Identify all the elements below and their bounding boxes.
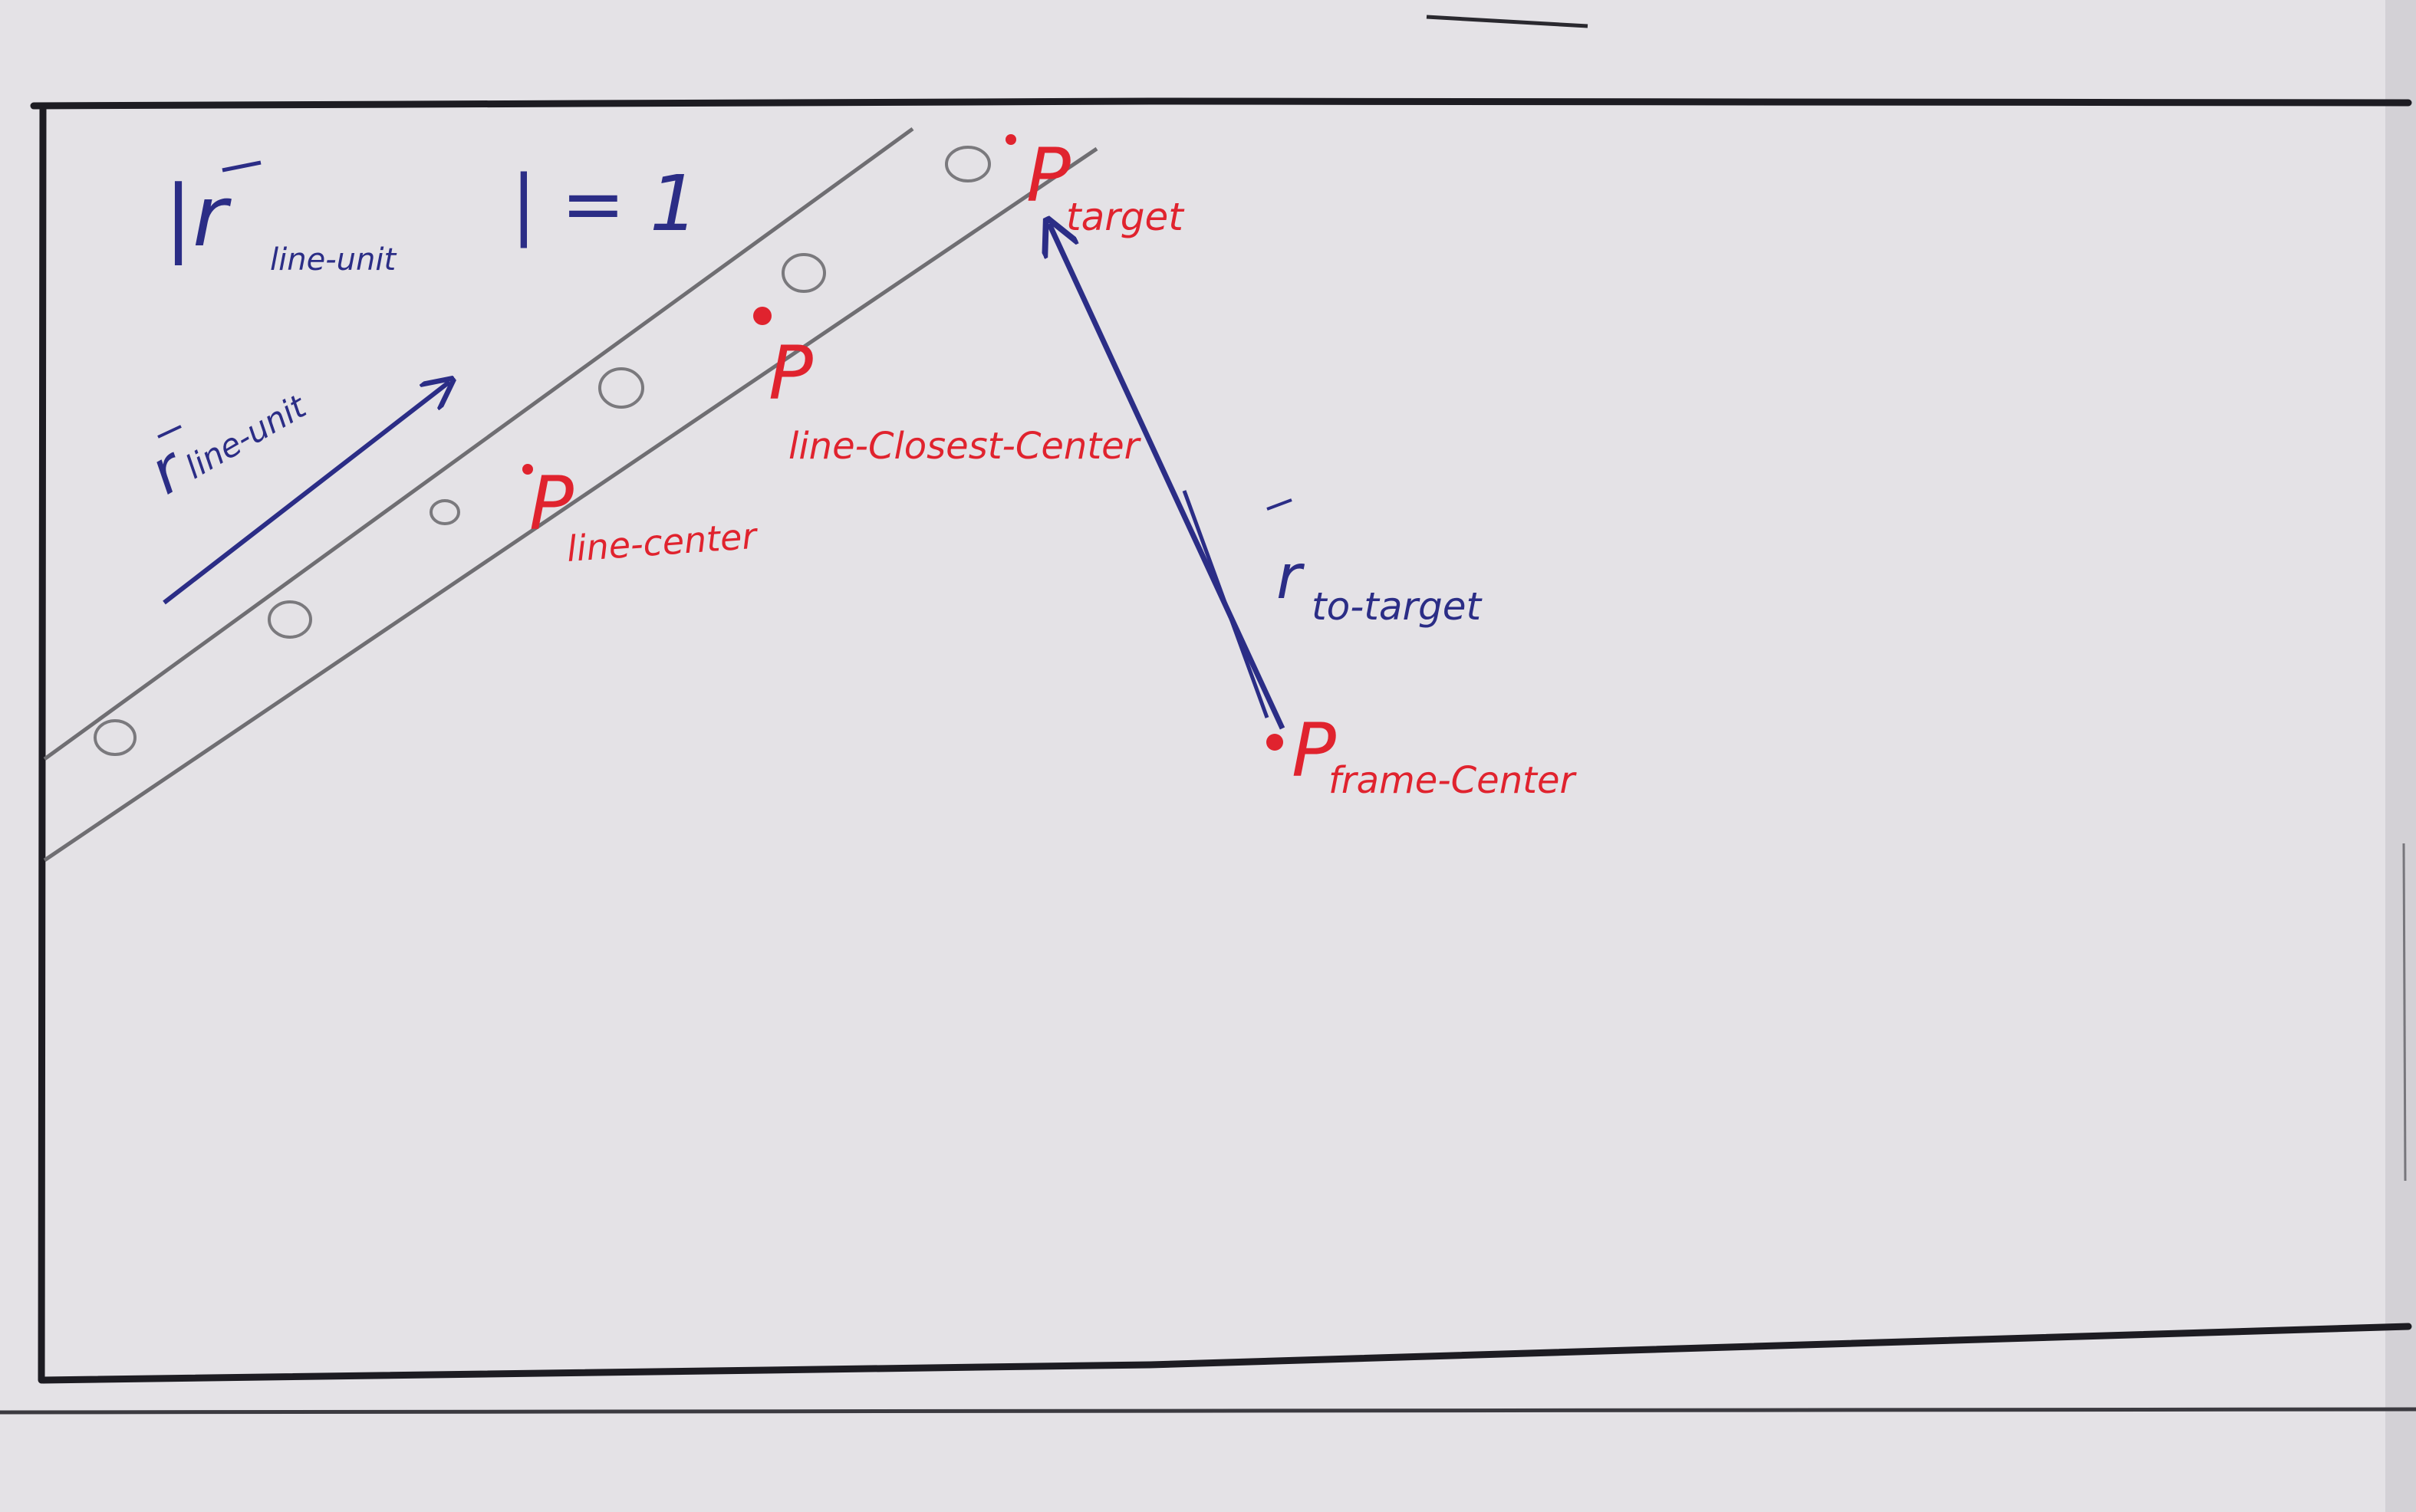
points	[522, 134, 1283, 751]
point-labels: P target P line-Closest-Center P line-ce…	[529, 133, 1577, 802]
equation-main: |r	[164, 167, 232, 266]
line-closest-center-label-main: P	[769, 330, 813, 416]
frame-center-label-sub: frame-Center	[1328, 759, 1577, 802]
line-dot	[268, 600, 312, 639]
frame-center-label-main: P	[1292, 708, 1336, 794]
vector-arrow-mark	[1266, 498, 1292, 511]
to-target-arrow-overdraw	[1182, 490, 1269, 718]
frame-side-mark	[2402, 843, 2407, 1182]
line-dot	[430, 499, 460, 525]
target-label-sub: target	[1066, 195, 1185, 239]
to-target-label-main: r	[1276, 541, 1305, 613]
line-dot	[945, 146, 991, 182]
equation-subscript: line-unit	[270, 242, 397, 278]
paper-bottom-edge	[0, 1407, 2416, 1415]
line-unit-arrow	[163, 382, 449, 605]
to-target-vector: r to-target	[1049, 224, 1483, 730]
line-center-label-main: P	[529, 461, 574, 547]
unit-length-equation: |r line-unit | = 1	[164, 159, 699, 278]
to-target-label-sub: to-target	[1312, 584, 1483, 629]
vector-arrow-mark	[222, 160, 262, 173]
target-label-main: P	[1026, 133, 1071, 219]
line-closest-center-label-sub: line-Closest-Center	[788, 425, 1142, 468]
point-frame-center-dot	[1266, 734, 1283, 751]
line-dots	[94, 146, 991, 756]
point-line-center-dot	[522, 464, 533, 475]
line-band	[43, 127, 1098, 863]
vector-arrow-mark	[157, 425, 182, 439]
line-dot	[94, 719, 137, 756]
point-line-closest-center-dot	[753, 307, 772, 325]
to-target-arrow	[1049, 224, 1285, 730]
point-target-dot	[1006, 134, 1016, 145]
line-dot	[598, 367, 644, 409]
equation-tail: | = 1	[511, 159, 699, 248]
line-dot	[782, 253, 826, 293]
paper-shadow-right	[2385, 0, 2416, 1512]
frame-rectangle	[30, 97, 2412, 1384]
paper-top-mark	[1426, 15, 1588, 28]
